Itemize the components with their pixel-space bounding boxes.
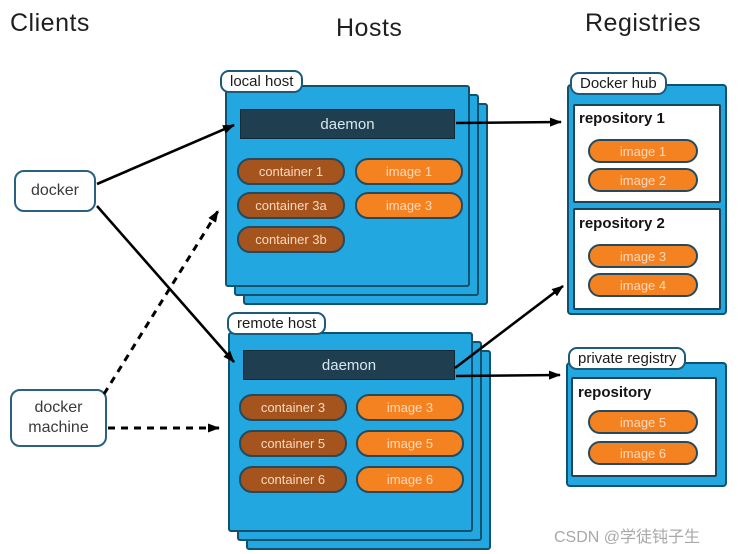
container-chip: container 6: [239, 466, 347, 493]
image-chip: image 1: [355, 158, 463, 185]
private-repository-title: repository: [578, 384, 652, 401]
image-chip: image 3: [355, 192, 463, 219]
hosts-header: Hosts: [336, 14, 403, 42]
image-chip: image 5: [588, 410, 698, 434]
image-chip: image 1: [588, 139, 698, 163]
clients-header: Clients: [10, 9, 90, 37]
docker-hub-label: Docker hub: [570, 72, 667, 95]
watermark: CSDN @学徒钝子生: [554, 529, 701, 546]
image-chip: image 6: [588, 441, 698, 465]
container-chip: container 5: [239, 430, 347, 457]
registries-header: Registries: [585, 9, 702, 37]
container-chip: container 3a: [237, 192, 345, 219]
image-chip: image 2: [588, 168, 698, 192]
image-chip: image 5: [356, 430, 464, 457]
container-chip: container 3: [239, 394, 347, 421]
remote-daemon-bar: daemon: [243, 350, 455, 380]
arrow-docker-to-remote-daemon: [96, 205, 235, 363]
container-chip: container 3b: [237, 226, 345, 253]
repository-1-title: repository 1: [579, 110, 665, 127]
remote-host-label: remote host: [227, 312, 327, 335]
arrow-docker-to-local-daemon: [96, 123, 235, 186]
image-chip: image 6: [356, 466, 464, 493]
image-chip: image 3: [356, 394, 464, 421]
local-daemon-bar: daemon: [240, 109, 455, 139]
arrow-docker-machine-to-local-host: [102, 210, 220, 395]
container-chip: container 1: [237, 158, 345, 185]
private-registry-label: private registry: [568, 347, 687, 370]
repository-2-title: repository 2: [579, 215, 665, 232]
docker-machine-client-box: docker machine: [10, 389, 107, 447]
image-chip: image 3: [588, 244, 698, 268]
image-chip: image 4: [588, 273, 698, 297]
docker-client-box: docker: [14, 170, 96, 212]
local-host-label: local host: [220, 70, 304, 93]
